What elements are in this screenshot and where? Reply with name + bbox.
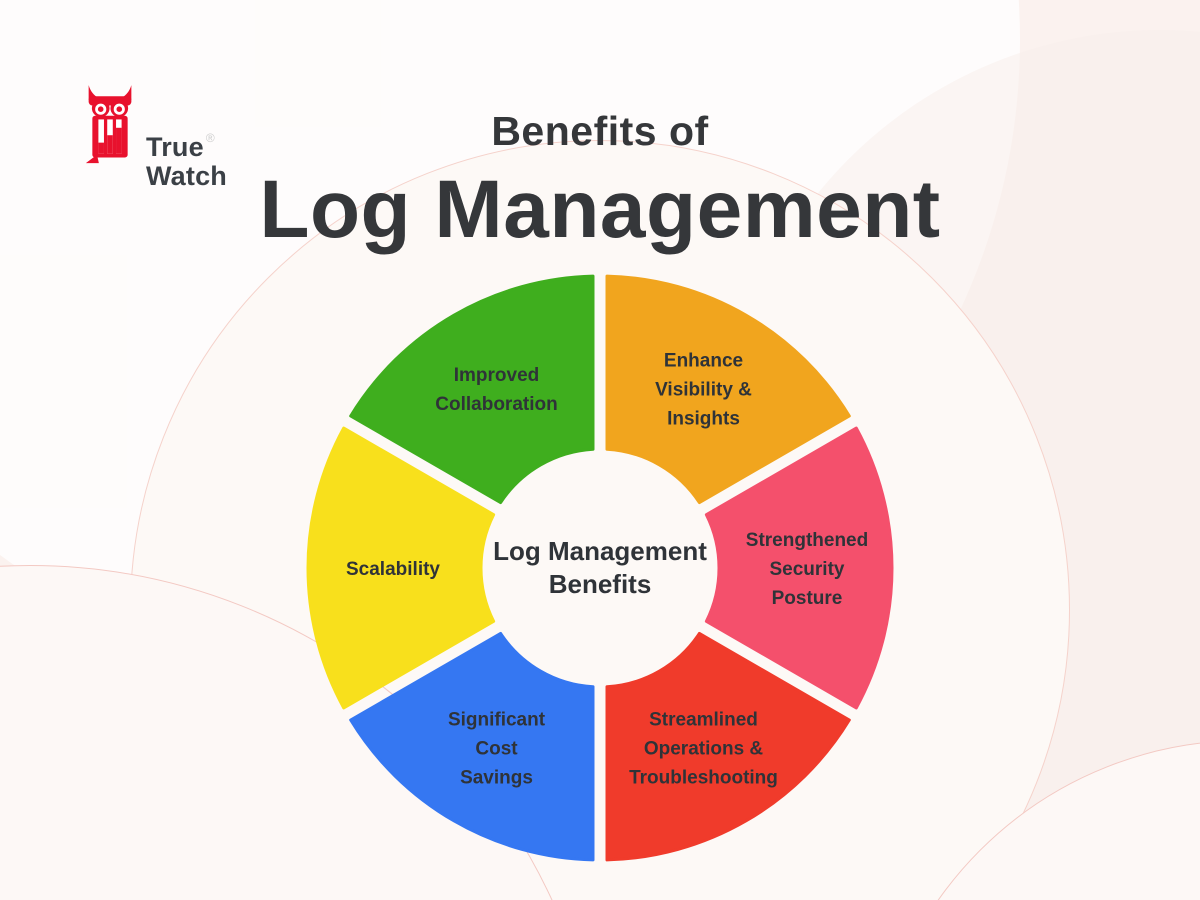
- brand-wordmark: True® Watch: [146, 124, 227, 191]
- wheel-segment-3: [349, 631, 595, 862]
- title-eyebrow: Benefits of: [491, 108, 709, 154]
- truewatch-owl-icon: [85, 85, 132, 164]
- title-block: Benefits of Log Management: [0, 108, 1200, 257]
- page-title: Log Management: [259, 164, 941, 255]
- wheel-segment-5: [349, 274, 595, 505]
- wheel-segment-2: [605, 631, 851, 862]
- wheel-segment-1: [704, 426, 894, 710]
- brand-name-line2: Watch: [146, 161, 227, 191]
- brand-logo: True® Watch: [84, 82, 227, 191]
- wheel-segment-0: [605, 274, 851, 505]
- wheel-center-label: Log Management Benefits: [493, 536, 707, 599]
- wheel-segment-label-4: Scalability: [346, 559, 440, 580]
- registered-trademark-icon: ®: [205, 131, 215, 145]
- brand-name-line1: True: [146, 132, 204, 162]
- wheel-segment-4: [306, 426, 496, 710]
